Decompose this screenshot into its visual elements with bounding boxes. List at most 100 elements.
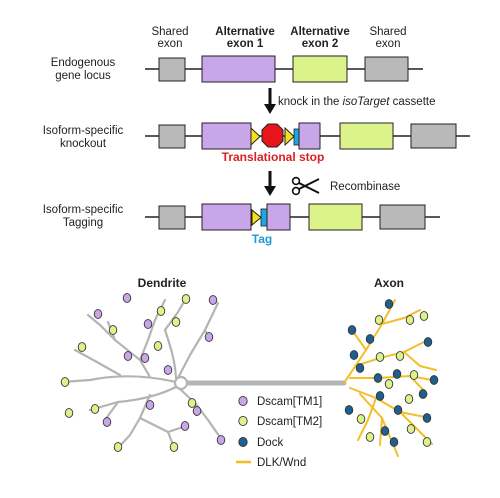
dscam-tm2-dot [169,442,179,452]
alternative-exon-1-front [201,203,252,231]
recombinase-label: Recombinase [330,181,400,193]
dscam-tm1-dot [180,421,190,431]
dscam-tm2-dot [422,437,432,447]
dscam-tm1-dot [163,365,173,375]
dock-dot [384,299,394,309]
dock-dot [393,405,403,415]
dscam-tm2-dot [153,341,163,351]
dscam-tm1-dot [93,309,103,319]
dendrite-branch [163,328,178,380]
dscam-tm2-dot [171,317,181,327]
tagging-locus [145,203,440,231]
dlk-wnd-branch [349,387,431,419]
dscam-tm2-dot [77,342,87,352]
dock-dot [389,437,399,447]
dock-dot [418,389,428,399]
dlk-wnd-branch [403,351,437,371]
dock-dot [392,369,402,379]
dock-dot [422,413,432,423]
arrow-head [264,186,276,196]
dendrite-branch [73,348,122,377]
legend-label: Dscam[TM2] [257,416,322,428]
shared-exon-2 [379,204,426,230]
dscam-tm2-dot [419,311,429,321]
translational-stop-label: Translational stop [222,150,325,164]
dendrite-branch [88,385,178,412]
dlk-wnd-branch [349,375,433,381]
dscam-tm1-dot [192,406,202,416]
stop-octagon-icon [261,123,284,148]
dlk-wnd-branch [381,309,421,325]
tag-segment [293,128,300,146]
alternative-exon-1-back [298,122,321,150]
alternative-exon-1-front [201,122,252,150]
dscam-tm1-dot [208,295,218,305]
arrow-head [264,104,276,114]
cell-body [173,375,189,391]
dendrite-branch [116,393,152,450]
dendrite-branch [176,301,220,380]
dscam-tm1-dot [122,293,132,303]
shared-exon-1 [158,124,186,149]
dscam-tm2-dot [375,352,385,362]
dendrite-label: Dendrite [138,276,187,290]
step2-arrow [264,171,276,196]
dscam-tm2-dot [156,306,166,316]
dscam-tm1-dot [140,353,150,363]
dendritic-arbor [60,293,226,452]
dock-dot [375,391,385,401]
shared-exon-1 [158,205,186,230]
dlk-wnd-branch [357,397,377,441]
legend-swatch [238,395,248,407]
dock-dot [429,375,439,385]
dscam-tm2-dot [406,424,416,434]
legend-label: Dscam[TM1] [257,396,322,408]
legend-swatch [238,415,248,427]
tag-label: Tag [252,232,272,246]
step1-label: knock in the isoTarget cassette [278,96,436,108]
legend-item: Dock [238,436,283,449]
alternative-exon-2 [292,55,348,83]
alternative-exon-1 [201,55,276,83]
dscam-tm1-dot [123,351,133,361]
legend-item: Dscam[TM1] [238,395,322,408]
dscam-tm2-dot [409,370,419,380]
dendrite-branch [163,298,187,332]
dendrite-branch [103,400,120,422]
scissors-icon [291,176,320,196]
loxp-site-2 [284,126,295,147]
legend-item: DLK/Wnd [236,457,306,469]
shared-exon-2 [410,123,457,149]
dscam-tm1-dot [145,400,155,410]
alternative-exon-1-back [266,203,291,231]
dock-dot [347,325,357,335]
alternative-exon-2 [339,122,394,150]
dscam-tm2-dot [404,394,414,404]
dock-dot [355,363,365,373]
dscam-tm1-dot [143,319,153,329]
dscam-tm2-dot [187,398,197,408]
dock-dot [373,373,383,383]
loxp-site-1 [250,126,261,147]
dendrite-branch [178,387,224,442]
dscam-tm2-dot [113,442,123,452]
legend-label: DLK/Wnd [257,457,306,469]
loxp-site [251,208,262,227]
dscam-tm1-dot [216,435,226,445]
endogenous-locus [145,55,423,83]
axon-terminal-arbor [343,299,439,457]
dscam-tm2-dot [365,432,375,442]
dock-dot [365,334,375,344]
dendrite-branch [86,313,152,379]
dscam-tm2-dot [374,315,384,325]
dlk-wnd-branch [354,339,429,367]
dock-dot [344,405,354,415]
dscam-tm1-dot [204,332,214,342]
